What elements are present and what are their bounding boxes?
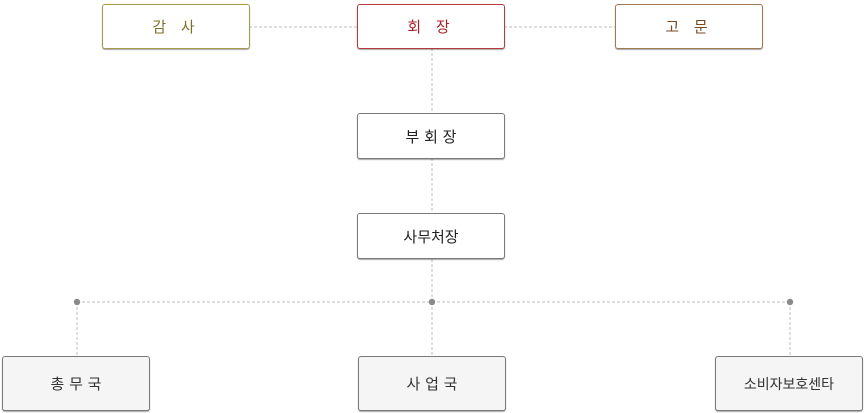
chairman-box: 회 장 [357, 4, 505, 49]
junction-dot-center [428, 298, 436, 306]
advisor-box: 고 문 [615, 4, 763, 49]
junction-dot-right [786, 298, 794, 306]
junction-dot-left [73, 298, 81, 306]
secretary-general-box: 사무처장 [357, 213, 505, 259]
auditor-box: 감 사 [102, 4, 250, 49]
vice-chairman-box: 부 회 장 [357, 113, 505, 159]
consumer-protection-center-box: 소비자보호센타 [715, 356, 863, 411]
general-affairs-box: 총 무 국 [2, 356, 150, 411]
business-dept-box: 사 업 국 [358, 356, 506, 411]
